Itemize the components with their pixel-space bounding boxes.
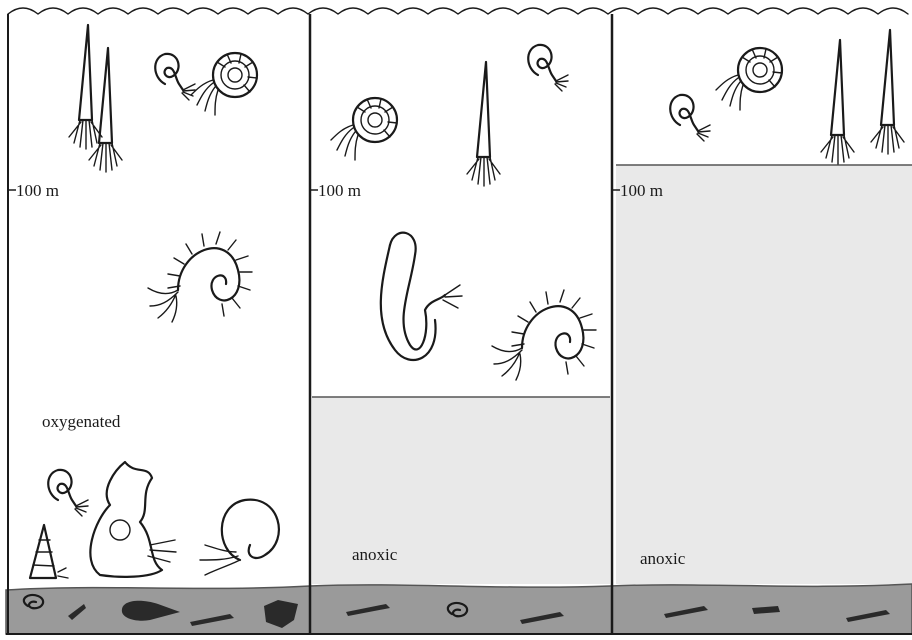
panel-3-depth-label: 100 m xyxy=(620,181,663,200)
panel-1-zone-label: oxygenated xyxy=(42,412,121,431)
panel-3-anoxic-zone xyxy=(616,165,912,584)
panel-3-zone-label: anoxic xyxy=(640,549,686,568)
panel-2-zone-label: anoxic xyxy=(352,545,398,564)
panel-2-depth-label: 100 m xyxy=(318,181,361,200)
panel-1-depth-label: 100 m xyxy=(16,181,59,200)
panel-1-water xyxy=(6,12,308,584)
